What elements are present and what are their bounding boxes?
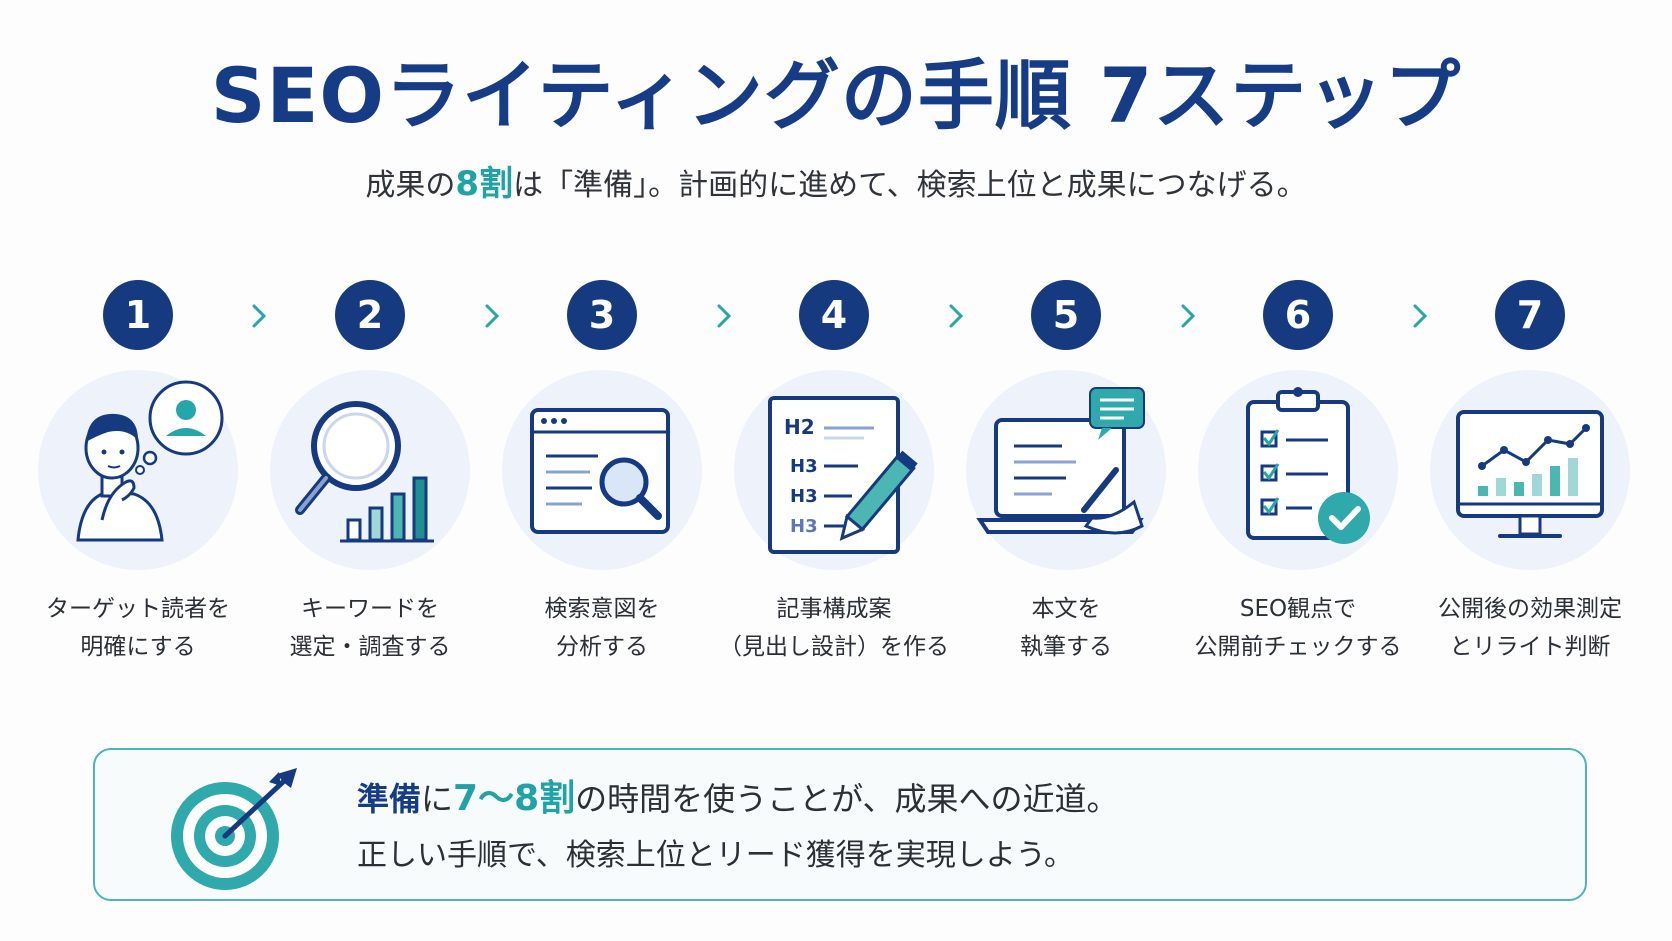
step-label: SEO観点で 公開前チェックする xyxy=(1178,590,1418,666)
step-label-line2: 執筆する xyxy=(1020,634,1112,660)
step-label-line1: ターゲット読者を xyxy=(46,596,230,622)
laptop-writing-icon xyxy=(966,370,1166,570)
target-arrow-icon xyxy=(165,764,305,898)
doc-heading-h3: H3 xyxy=(790,516,818,537)
step-label-line2: （見出し設計）を作る xyxy=(719,634,949,660)
subtitle-post: は「準備」。計画的に進めて、検索上位と成果につなげる。 xyxy=(513,168,1307,203)
step-label-line2: 分析する xyxy=(556,634,648,660)
browser-search-icon xyxy=(502,370,702,570)
step-label: 本文を 執筆する xyxy=(946,590,1186,666)
step-label: 記事構成案 （見出し設計）を作る xyxy=(714,590,954,666)
step-label: 検索意図を 分析する xyxy=(482,590,722,666)
page-subtitle: 成果の8割は「準備」。計画的に進めて、検索上位と成果につなげる。 xyxy=(0,162,1672,208)
step-number: 2 xyxy=(335,280,405,350)
step-label-line1: SEO観点で xyxy=(1239,596,1357,622)
step-label-line1: 検索意図を xyxy=(544,596,660,622)
subtitle-pre: 成果の xyxy=(365,168,456,203)
step-number: 4 xyxy=(799,280,869,350)
callout-ratio: 7～8割 xyxy=(453,778,576,819)
step-label-line1: 記事構成案 xyxy=(776,596,892,622)
outline-document-pencil-icon: H2 H3 H3 H3 xyxy=(734,370,934,570)
subtitle-highlight: 8割 xyxy=(455,164,514,204)
page-title: SEOライティングの手順 7ステップ xyxy=(210,51,1462,140)
chevron-right-icon xyxy=(942,302,970,330)
callout-mid: に xyxy=(421,780,454,818)
step-label-line2: 選定・調査する xyxy=(289,634,451,660)
step-label-line2: とリライト判断 xyxy=(1449,634,1611,660)
callout-line-2: 正しい手順で、検索上位とリード獲得を実現しよう。 xyxy=(357,838,1074,873)
step-label: 公開後の効果測定 とリライト判断 xyxy=(1410,590,1650,666)
magnifier-bar-chart-icon xyxy=(270,370,470,570)
chevron-right-icon xyxy=(1406,302,1434,330)
chevron-right-icon xyxy=(478,302,506,330)
step-number: 3 xyxy=(567,280,637,350)
callout-line-1: 準備に7～8割の時間を使うことが、成果への近道。 xyxy=(357,776,1119,822)
step-number: 6 xyxy=(1263,280,1333,350)
clipboard-checklist-icon xyxy=(1198,370,1398,570)
step-label-line2: 明確にする xyxy=(80,634,196,660)
chevron-right-icon xyxy=(710,302,738,330)
doc-heading-h2: H2 xyxy=(784,415,815,439)
persona-thinking-icon xyxy=(38,370,238,570)
chevron-right-icon xyxy=(1174,302,1202,330)
doc-heading-h3: H3 xyxy=(790,456,818,477)
doc-heading-h3: H3 xyxy=(790,486,818,507)
step-number: 5 xyxy=(1031,280,1101,350)
monitor-analytics-icon xyxy=(1430,370,1630,570)
step-label: キーワードを 選定・調査する xyxy=(250,590,490,666)
step-label: ターゲット読者を 明確にする xyxy=(18,590,258,666)
step-label-line1: 公開後の効果測定 xyxy=(1438,596,1622,622)
step-label-line2: 公開前チェックする xyxy=(1194,634,1402,660)
step-number: 1 xyxy=(103,280,173,350)
callout-post: の時間を使うことが、成果への近道。 xyxy=(575,780,1119,818)
callout-prep: 準備 xyxy=(357,780,422,818)
chevron-right-icon xyxy=(245,302,273,330)
step-number: 7 xyxy=(1495,280,1565,350)
step-label-line1: 本文を xyxy=(1031,596,1101,622)
step-label-line1: キーワードを xyxy=(301,596,439,622)
summary-callout: 準備に7～8割の時間を使うことが、成果への近道。 正しい手順で、検索上位とリード… xyxy=(93,748,1587,901)
